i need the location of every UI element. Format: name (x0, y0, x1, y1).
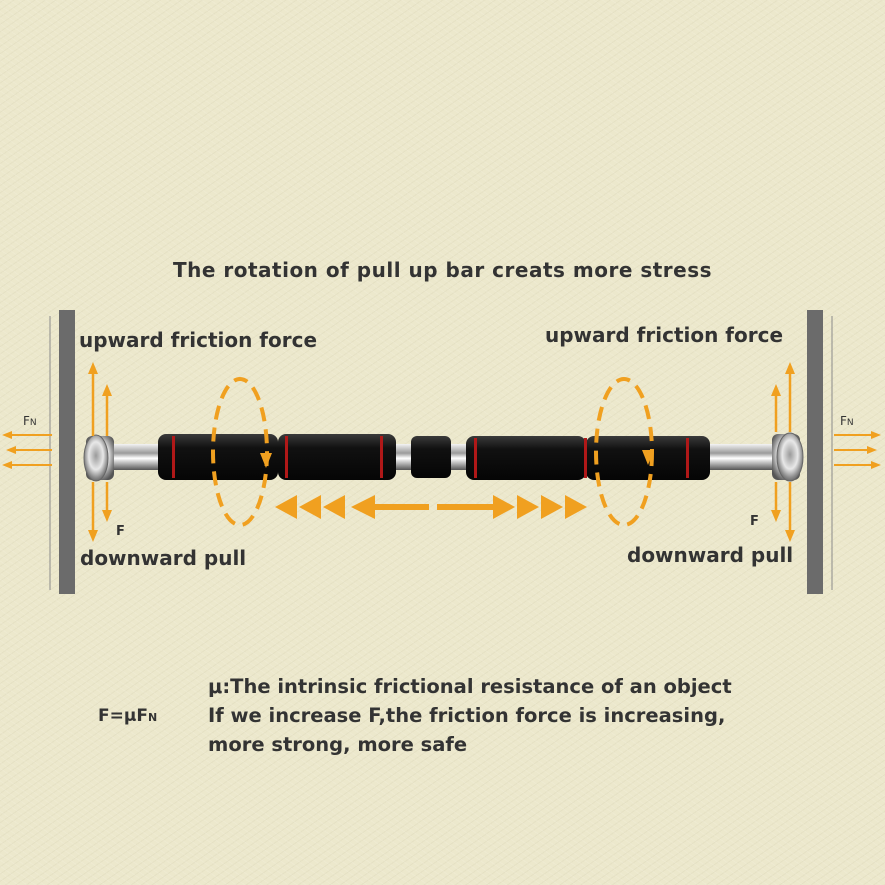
force-label-right: F (750, 514, 759, 529)
normal-force-label-left: FN (23, 414, 37, 428)
stress-arrows-right (437, 495, 587, 519)
note-line-2: If we increase F,the friction force is i… (208, 704, 726, 727)
left-wall (49, 310, 75, 594)
downward-pull-label-right: downward pull (627, 543, 794, 567)
force-label-left: F (116, 524, 125, 539)
stress-arrows-left (275, 495, 429, 519)
friction-formula: F=μFN (98, 706, 158, 726)
upward-friction-label-right: upward friction force (545, 323, 784, 347)
note-line-3: more strong, more safe (208, 733, 468, 756)
normal-force-label-right: FN (840, 414, 854, 428)
right-end-cap (772, 432, 804, 482)
rotation-indicator-right (594, 377, 654, 527)
upward-friction-label-left: upward friction force (79, 328, 318, 352)
downward-pull-label-left: downward pull (80, 546, 247, 570)
normal-force-arrows-right (834, 431, 881, 469)
right-wall (807, 310, 833, 594)
diagram-title: The rotation of pull up bar creats more … (172, 258, 713, 282)
rotation-indicator-left (211, 377, 272, 527)
friction-arrows-left (88, 362, 112, 542)
left-end-cap (83, 434, 114, 482)
normal-force-arrows-left (2, 431, 52, 469)
foam-grips (158, 434, 710, 480)
note-line-1: μ:The intrinsic frictional resistance of… (208, 675, 732, 698)
friction-arrows-right (771, 362, 795, 542)
